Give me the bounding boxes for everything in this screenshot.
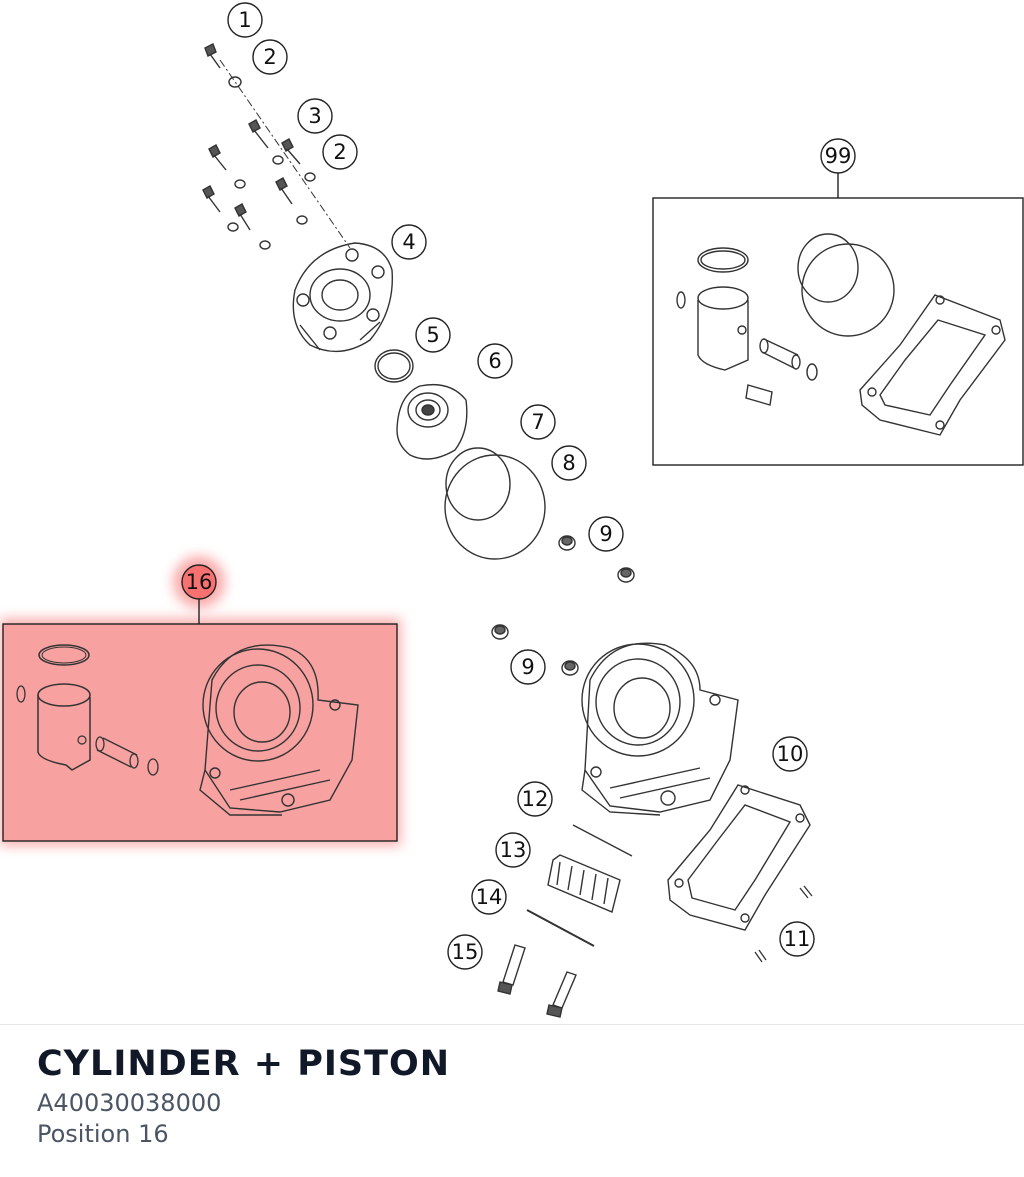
- svg-text:4: 4: [402, 230, 415, 254]
- part-info-panel: CYLINDER + PISTON A40030038000 Position …: [37, 1040, 450, 1150]
- bolts-and-washers: [202, 43, 351, 250]
- divider: [0, 1024, 1024, 1025]
- callout-14[interactable]: 14: [471, 879, 507, 915]
- svg-text:1: 1: [238, 8, 251, 32]
- callout-10[interactable]: 10: [772, 736, 808, 772]
- svg-text:16: 16: [186, 570, 213, 594]
- svg-text:13: 13: [500, 838, 527, 862]
- highlight-group-16[interactable]: [0, 556, 401, 846]
- svg-text:9: 9: [521, 655, 534, 679]
- callout-13[interactable]: 13: [495, 832, 531, 868]
- o-ring-5: [374, 349, 414, 383]
- svg-text:6: 6: [488, 349, 501, 373]
- combustion-insert-6: [396, 383, 468, 460]
- pins-11: [754, 885, 813, 963]
- callout-8[interactable]: 8: [551, 445, 587, 481]
- callout-4[interactable]: 4: [391, 224, 427, 260]
- svg-text:14: 14: [476, 885, 503, 909]
- callout-1[interactable]: 1: [227, 2, 263, 38]
- svg-text:9: 9: [599, 522, 612, 546]
- svg-text:5: 5: [426, 323, 439, 347]
- callout-12[interactable]: 12: [517, 781, 553, 817]
- svg-text:12: 12: [522, 787, 549, 811]
- callout-6[interactable]: 6: [477, 343, 513, 379]
- svg-text:3: 3: [308, 104, 321, 128]
- svg-text:2: 2: [333, 140, 346, 164]
- callout-5[interactable]: 5: [415, 317, 451, 353]
- svg-text:11: 11: [784, 927, 811, 951]
- svg-text:10: 10: [777, 742, 804, 766]
- callout-2b[interactable]: 2: [322, 134, 358, 170]
- cylinder-head: [292, 242, 394, 353]
- callout-9a[interactable]: 9: [588, 516, 624, 552]
- dowels-9: [491, 535, 635, 676]
- base-gasket-10: [667, 784, 811, 931]
- part-title: CYLINDER + PISTON: [37, 1044, 451, 1084]
- part-number: A40030038000: [37, 1089, 222, 1117]
- o-rings-7-8: [444, 447, 546, 560]
- svg-text:7: 7: [531, 410, 544, 434]
- callout-2a[interactable]: 2: [252, 39, 288, 75]
- callout-7[interactable]: 7: [520, 404, 556, 440]
- parts-12-15: [497, 824, 633, 1018]
- svg-text:15: 15: [452, 940, 479, 964]
- cylinder-main: [581, 642, 739, 816]
- svg-text:8: 8: [562, 451, 575, 475]
- callout-15[interactable]: 15: [447, 934, 483, 970]
- part-position: Position 16: [37, 1120, 169, 1148]
- callout-16[interactable]: 16: [181, 564, 217, 600]
- callout-9b[interactable]: 9: [510, 649, 546, 685]
- callout-3[interactable]: 3: [297, 98, 333, 134]
- kit-box-99[interactable]: 99: [652, 138, 1024, 466]
- callout-99: 99: [825, 144, 852, 168]
- exploded-parts-diagram: 16 99: [0, 2, 1024, 1018]
- svg-text:2: 2: [263, 45, 276, 69]
- callout-11[interactable]: 11: [779, 921, 815, 957]
